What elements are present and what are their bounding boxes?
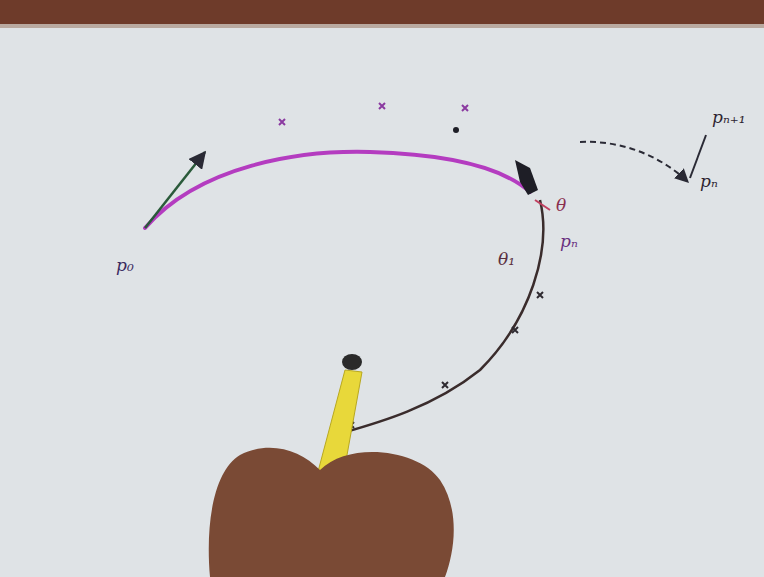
point-label: p₀ [116, 256, 134, 275]
marker-tip [342, 354, 362, 370]
sample-points [279, 103, 468, 125]
point-mark [442, 382, 448, 388]
board-frame [0, 0, 764, 24]
point-mark [379, 103, 385, 109]
board-edge [0, 24, 764, 28]
point-mark [279, 119, 285, 125]
point-mark [512, 327, 518, 333]
sample-points [348, 292, 543, 428]
point-label: pₙ₊₁ [712, 108, 746, 127]
point-mark [537, 292, 543, 298]
point-dot [453, 127, 459, 133]
dashed-arrow [580, 142, 688, 182]
point-label: θ₁ [498, 250, 515, 269]
end-mark [515, 160, 538, 195]
point-label: θ [556, 196, 566, 215]
junction-tick [535, 200, 550, 210]
dark-curve [335, 200, 543, 435]
hand [209, 448, 454, 577]
point-label: pₙ [560, 232, 578, 251]
point-mark [462, 105, 468, 111]
point-label: pₙ [700, 172, 718, 191]
tangent-arrow [145, 152, 205, 228]
magenta-curve [145, 152, 530, 228]
